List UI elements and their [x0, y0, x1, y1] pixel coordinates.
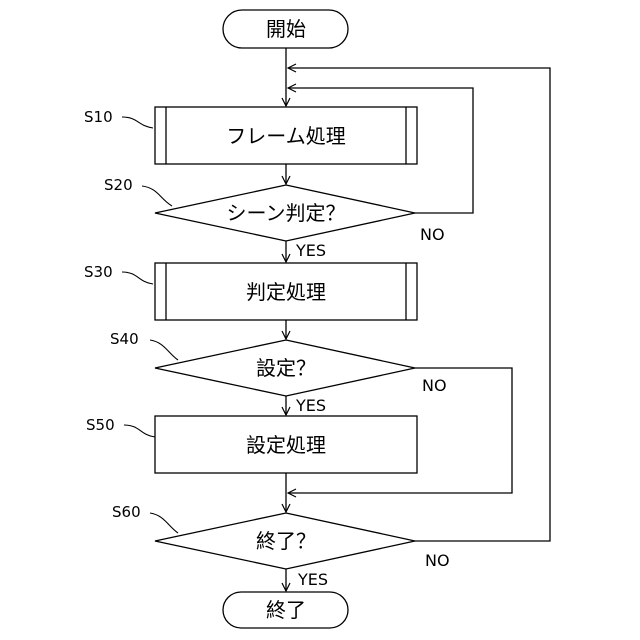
step-leader-s50	[124, 425, 155, 437]
end-terminal: 終了	[223, 592, 348, 628]
step-leader-s30	[122, 272, 153, 284]
branch-no-s60: NO	[425, 551, 450, 570]
step-leader-s20	[142, 186, 172, 206]
judge-process-box: 判定処理	[155, 263, 417, 320]
frame-process-label: フレーム処理	[226, 124, 345, 148]
step-leader-s40	[150, 340, 178, 360]
branch-yes-s40: YES	[295, 396, 326, 415]
step-leader-s60	[150, 513, 178, 533]
step-label-s40: S40	[110, 330, 139, 348]
step-label-s10: S10	[84, 108, 113, 126]
branch-yes-s20: YES	[295, 241, 326, 260]
branch-yes-s60: YES	[297, 570, 328, 589]
start-label: 開始	[266, 17, 306, 41]
frame-process-box: フレーム処理	[155, 107, 417, 164]
branch-no-s40: NO	[422, 376, 447, 395]
step-leader-s10	[122, 117, 153, 128]
setting-process-label: 設定処理	[246, 433, 326, 457]
step-label-s20: S20	[104, 176, 133, 194]
setting-process-box: 設定処理	[155, 416, 417, 473]
step-label-s60: S60	[112, 503, 141, 521]
branch-no-s20: NO	[420, 225, 445, 244]
scene-decision-diamond: シーン判定？	[155, 185, 415, 241]
start-terminal: 開始	[223, 10, 348, 48]
step-label-s30: S30	[84, 263, 113, 281]
scene-decision-label: シーン判定？	[227, 201, 346, 225]
setting-decision-label: 設定？	[256, 356, 316, 380]
end-decision-diamond: 終了？	[155, 513, 415, 569]
end-label: 終了	[266, 598, 306, 622]
step-label-s50: S50	[86, 416, 115, 434]
setting-decision-diamond: 設定？	[155, 340, 415, 396]
judge-process-label: 判定処理	[246, 280, 326, 304]
end-decision-label: 終了？	[256, 529, 316, 553]
